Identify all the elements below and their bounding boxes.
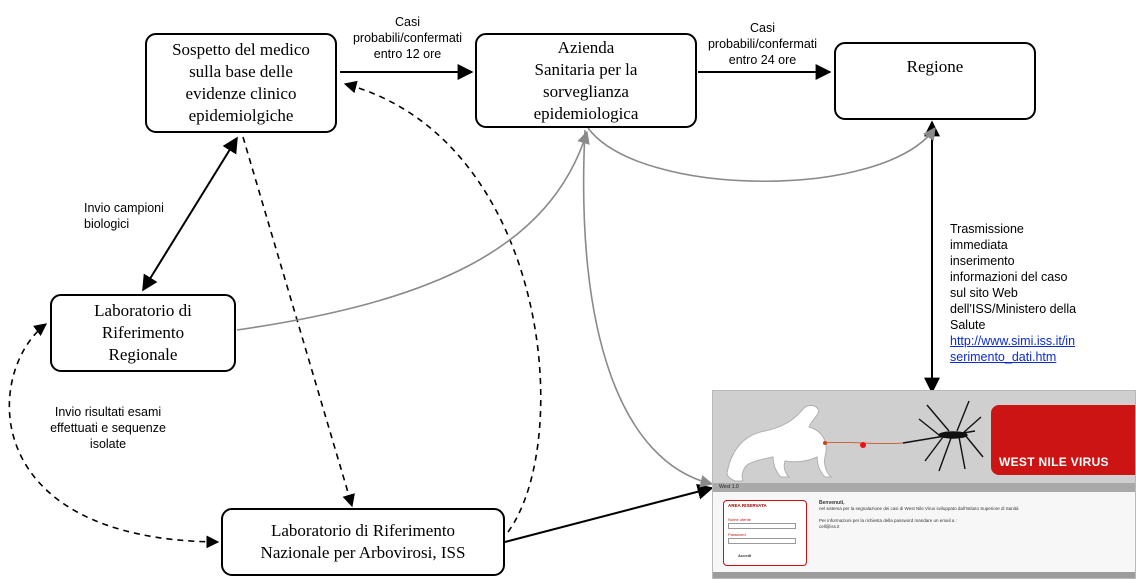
label-trasmissione: Trasmissione immediata inserimento infor… [950, 205, 1100, 381]
info-text: Per informazioni per la richiesta della … [819, 518, 957, 523]
dashed-lab-nazionale-to-medico [343, 80, 542, 533]
simi-link[interactable]: http://www.simi.iss.it/in serimento_dati… [950, 334, 1076, 364]
box-azienda: Azienda Sanitaria per la sorveglianza ep… [475, 33, 697, 128]
dashed-lab-regionale-lab-nazionale [8, 323, 220, 549]
arrow-medico-lab-regionale [142, 136, 238, 292]
website-screenshot: WEST NILE VIRUS West 1.0 AREA RISERVATA … [712, 390, 1136, 579]
welcome-body: nel sistema per la segnalazione dei casi… [819, 506, 1019, 511]
username-field[interactable] [728, 523, 796, 529]
arrow-lab-nazionale-to-website [504, 483, 714, 543]
login-title: AREA RISERVATA [728, 503, 767, 508]
gray-azienda-to-website [582, 129, 714, 488]
website-content: AREA RISERVATA Nome utente Password Acce… [713, 492, 1135, 572]
label-trasmissione-text: Trasmissione immediata inserimento infor… [950, 222, 1077, 332]
login-panel: AREA RISERVATA Nome utente Password Acce… [723, 500, 807, 566]
login-button[interactable]: Accedi [738, 553, 752, 558]
website-brand: WEST NILE VIRUS [999, 455, 1109, 469]
box-lab-nazionale: Laboratorio di Riferimento Nazionale per… [221, 508, 505, 576]
label-invio-risultati: Invio risultati esami effettuati e seque… [50, 405, 166, 451]
mosquito-icon [902, 400, 984, 472]
horse-icon [726, 404, 833, 482]
welcome-text: Benvenuti, nel sistema per la segnalazio… [819, 500, 1119, 530]
box-lab-regionale: Laboratorio di Riferimento Regionale [50, 294, 236, 372]
brand-panel [991, 405, 1135, 475]
website-banner: WEST NILE VIRUS [713, 391, 1135, 483]
box-azienda-label: Azienda Sanitaria per la sorveglianza ep… [533, 37, 639, 123]
box-medico: Sospetto del medico sulla base delle evi… [145, 33, 337, 133]
info-email: cell@iss.it [819, 524, 840, 529]
box-regione-label: Regione [906, 57, 964, 76]
label-invio-campioni: Invio campioni biologici [84, 201, 164, 231]
website-nav: West 1.0 [713, 483, 1135, 492]
username-label: Nome utente [728, 517, 751, 522]
box-lab-regionale-label: Laboratorio di Riferimento Regionale [94, 301, 192, 364]
label-casi-24-ore: Casi probabili/confermati entro 24 ore [707, 21, 818, 67]
gray-lab-regionale-to-azienda [236, 130, 590, 331]
gray-azienda-to-regione [587, 126, 936, 182]
box-medico-label: Sospetto del medico sulla base delle evi… [172, 40, 310, 125]
website-footer [713, 572, 1135, 578]
password-field[interactable] [728, 538, 796, 544]
box-lab-nazionale-label: Laboratorio di Riferimento Nazionale per… [260, 521, 466, 562]
label-casi-12-ore: Casi probabili/confermati entro 12 ore [352, 15, 463, 61]
dashed-medico-to-lab-nazionale [242, 136, 355, 508]
welcome-title: Benvenuti, [819, 500, 845, 506]
banner-illustration [726, 400, 984, 482]
box-regione: Regione [834, 42, 1036, 120]
password-label: Password [728, 532, 746, 537]
